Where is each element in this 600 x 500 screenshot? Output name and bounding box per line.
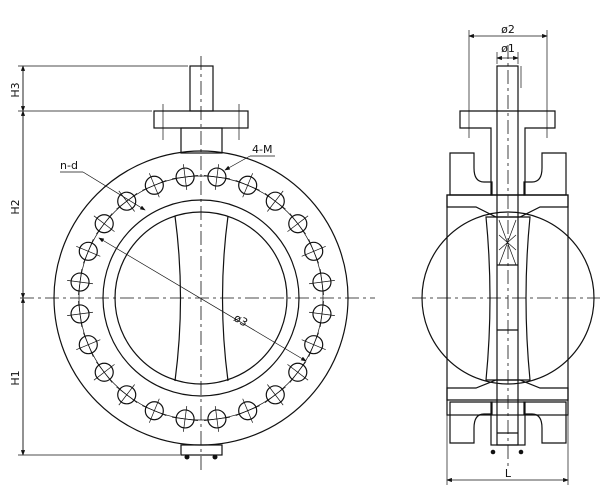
h1-label: H1 <box>9 370 22 385</box>
bolt-hole-centermark <box>142 405 167 417</box>
front-view: H3 H2 H1 n-d 4-M ø3 <box>9 56 375 470</box>
bolt-hole <box>70 272 90 292</box>
bolt-circle <box>78 175 324 421</box>
height-dimensions: H3 H2 H1 <box>9 65 188 456</box>
bolt-hole <box>94 362 114 382</box>
bolt-hole <box>175 167 195 187</box>
bolt-hole-centermark <box>142 179 167 191</box>
bolt-hole-centermark <box>235 405 260 417</box>
side-view: ø2 ø1 L <box>412 23 600 485</box>
stem <box>189 65 214 112</box>
bolt-hole <box>78 335 98 355</box>
disc-edge-left <box>174 215 182 382</box>
bolt-hole <box>238 175 258 195</box>
bolt-hole <box>312 304 332 324</box>
bolt-hole-centermark <box>264 386 286 403</box>
bolt-hole <box>117 385 137 405</box>
bolt-hole-centermark <box>308 332 320 357</box>
bolt-hole-centermark <box>289 213 306 235</box>
bolt-hole <box>117 191 137 211</box>
bolt-hole-centermark <box>319 300 325 327</box>
bolt-hole-centermark <box>77 300 83 327</box>
bolt-hole-centermark <box>308 239 320 264</box>
bolt-hole-centermark <box>96 361 113 383</box>
bolt-hole-centermark <box>96 213 113 235</box>
bolt-hole-centermark <box>116 386 138 403</box>
bolt-hole <box>238 401 258 421</box>
bolt-hole <box>265 191 285 211</box>
seat-top <box>446 194 569 218</box>
bolt-hole-centermark <box>82 332 94 357</box>
d1-label: ø1 <box>501 42 515 55</box>
bolt-hole-centermark <box>77 269 83 296</box>
bolt-hole <box>78 241 98 261</box>
bolt-hole-centermark <box>319 269 325 296</box>
h3-label: H3 <box>9 82 22 97</box>
bolt-hole-centermark <box>235 179 260 191</box>
bolt-hole <box>288 214 308 234</box>
bolt-hole <box>288 362 308 382</box>
bolt-hole-centermark <box>82 239 94 264</box>
bolt-hole <box>144 175 164 195</box>
d3-dimension-line <box>98 237 307 362</box>
d2-label: ø2 <box>501 23 515 36</box>
valve-body <box>446 194 569 416</box>
bolt-hole <box>175 409 195 429</box>
4-m-label: 4-M <box>252 143 272 156</box>
bolt-hole <box>207 409 227 429</box>
bolt-hole <box>94 214 114 234</box>
disc-profile <box>421 211 595 385</box>
bolt-hole <box>207 167 227 187</box>
bolt-holes <box>67 164 335 432</box>
bolt-hole-centermark <box>116 193 138 210</box>
bolt-hole <box>312 272 332 292</box>
shaft <box>496 65 519 446</box>
bolt-hole-centermark <box>203 174 230 180</box>
disc-edge-right <box>221 215 229 382</box>
bottom-cap <box>180 444 223 456</box>
bolt-hole <box>265 385 285 405</box>
disc-section <box>485 216 531 381</box>
bolt-hole-centermark <box>264 193 286 210</box>
neck <box>180 127 223 154</box>
bolt-hole <box>144 401 164 421</box>
bolt-hole-centermark <box>172 174 199 180</box>
bolt-hole-centermark <box>172 416 199 422</box>
bolt-hole-centermark <box>289 361 306 383</box>
l-label: L <box>505 467 512 480</box>
bolt-hole <box>70 304 90 324</box>
n-d-label: n-d <box>60 159 78 172</box>
seat-bottom <box>446 379 569 401</box>
h2-label: H2 <box>9 199 22 214</box>
d3-label: ø3 <box>232 311 250 329</box>
bolt-hole-centermark <box>203 416 230 422</box>
